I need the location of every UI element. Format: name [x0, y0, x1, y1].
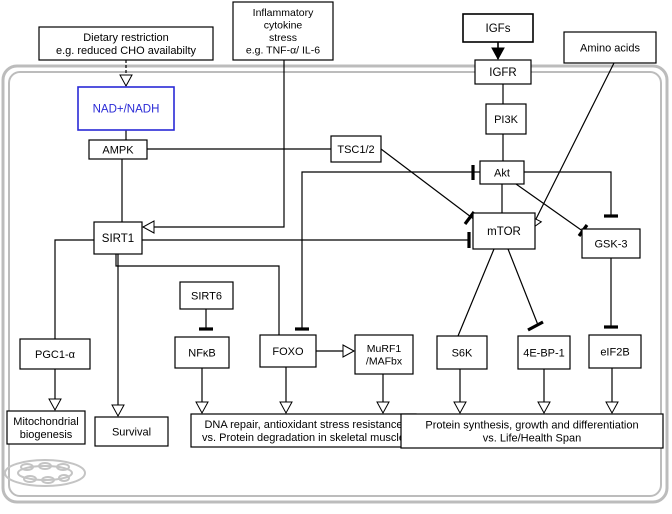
4e-bp-1-node-label: 4E-BP-1	[523, 347, 565, 359]
mtor-to-4ebp1-edge	[507, 248, 539, 326]
inflammatory-cytokine-stress-box-label: Inflammatory	[253, 7, 314, 19]
murf1-mafbx-node-label: MuRF1	[367, 343, 402, 355]
mitochondrial-biogenesis-outcome-label: Mitochondrial	[13, 416, 78, 428]
s6k-node-label: S6K	[452, 347, 473, 359]
mtor-to-s6k-edge	[457, 248, 495, 337]
sirt1-node-frame	[93, 221, 143, 255]
pi3k-node: PI3K	[485, 103, 527, 135]
murf1-mafbx-node-label: /MAFbx	[366, 355, 403, 367]
gsk3-node-frame	[581, 228, 641, 259]
sirt1-to-foxo-edge	[115, 254, 280, 335]
foxo-node-label: FOXO	[272, 346, 304, 358]
eif2b-node: eIF2B	[588, 334, 642, 369]
dietary-restriction-box-label: e.g. reduced CHO availabilty	[56, 45, 197, 57]
protein-synthesis-outcome-frame	[400, 413, 664, 449]
igfr-node-frame	[474, 59, 532, 85]
tsc1-2-node-label: TSC1/2	[337, 144, 374, 156]
protein-synthesis-outcome-label: Protein synthesis, growth and differenti…	[425, 419, 638, 431]
4e-bp-1-node: 4E-BP-1	[517, 335, 571, 370]
nad-nadh-node-label: NAD+/NADH	[93, 104, 160, 116]
amino-acids-to-mtor-edge	[530, 62, 615, 230]
mitochondrial-biogenesis-outcome-frame	[6, 410, 86, 445]
eif2b-node-label: eIF2B	[600, 346, 629, 358]
foxo-node: FOXO	[259, 334, 317, 368]
dietary-restriction-box-label: Dietary restriction	[83, 32, 169, 44]
inflammatory-cytokine-stress-box-label: e.g. TNF-α/ IL-6	[246, 44, 320, 56]
inflammatory-cytokine-stress-box-label: stress	[269, 32, 297, 44]
eif2b-node-frame	[588, 334, 642, 369]
murf1-mafbx-node-frame	[354, 334, 414, 375]
nad-nadh-node-frame	[77, 86, 175, 131]
4e-bp-1-node-frame	[517, 335, 571, 370]
murf1-mafbx-node: MuRF1/MAFbx	[354, 334, 414, 375]
dietary-restriction-box-frame	[38, 26, 214, 61]
sirt1-to-pgc1-edge	[54, 239, 94, 339]
survival-outcome-frame	[94, 416, 169, 447]
mtor-node: mTOR	[472, 212, 536, 250]
igfs-node-frame	[462, 13, 534, 43]
amino-acids-box: Amino acids	[563, 31, 657, 64]
akt-node-frame	[479, 160, 525, 185]
pi3k-node-frame	[485, 103, 527, 135]
sirt1-node: SIRT1	[93, 221, 143, 255]
inflammatory-cytokine-stress-box-frame	[232, 1, 334, 61]
pgc1-alpha-node-frame	[19, 338, 91, 370]
dna-repair-outcome-label: DNA repair, antioxidant stress resistanc…	[204, 419, 402, 431]
nfkb-node-frame	[174, 336, 230, 369]
tsc1-2-node: TSC1/2	[330, 135, 382, 163]
s6k-node-frame	[436, 335, 488, 370]
inflammatory-to-sirt1-edge	[141, 60, 285, 234]
inflammatory-cytokine-stress-box-label: cytokine	[264, 20, 303, 32]
igfr-node: IGFR	[474, 59, 532, 85]
akt-node: Akt	[479, 160, 525, 185]
sirt1-node-label: SIRT1	[102, 233, 134, 245]
mtor-node-frame	[472, 212, 536, 250]
akt-gsk3-diagonal-edge	[515, 183, 585, 233]
ampk-node: AMPK	[88, 139, 148, 160]
pi3k-node-label: PI3K	[494, 114, 519, 126]
pathway-edges	[48, 42, 619, 418]
nfkb-node-label: NFκB	[188, 347, 216, 359]
s6k-node: S6K	[436, 335, 488, 370]
cell-membrane	[1, 64, 669, 504]
ampk-node-label: AMPK	[102, 144, 134, 156]
sirt6-node: SIRT6	[179, 281, 234, 310]
pgc1-alpha-node: PGC1-α	[19, 338, 91, 370]
protein-synthesis-outcome: Protein synthesis, growth and differenti…	[400, 413, 664, 449]
ampk-node-frame	[88, 139, 148, 160]
sirt6-node-label: SIRT6	[191, 290, 222, 302]
akt-node-label: Akt	[494, 167, 510, 179]
tsc-to-mtor-edge	[380, 148, 476, 221]
mtor-node-label: mTOR	[487, 226, 521, 238]
akt-to-foxo-edge	[301, 171, 480, 329]
igfs-node-label: IGFs	[486, 23, 511, 35]
nfkb-node: NFκB	[174, 336, 230, 369]
survival-outcome: Survival	[94, 416, 169, 447]
igfs-node: IGFs	[462, 13, 534, 43]
akt-to-gsk3-edge	[524, 171, 612, 216]
igfr-node-label: IGFR	[489, 67, 516, 79]
mitochondrial-biogenesis-outcome-label: biogenesis	[20, 429, 73, 441]
dna-repair-outcome: DNA repair, antioxidant stress resistanc…	[190, 413, 417, 448]
gsk3-node: GSK-3	[581, 228, 641, 259]
survival-outcome-label: Survival	[112, 426, 151, 438]
pgc1-alpha-node-label: PGC1-α	[35, 349, 76, 361]
foxo-node-frame	[259, 334, 317, 368]
4ebp1-inhibition-bar	[527, 320, 544, 332]
mitochondria-organelle-icon	[4, 459, 86, 487]
nad-nadh-node: NAD+/NADH	[77, 86, 175, 131]
protein-synthesis-outcome-label: vs. Life/Health Span	[483, 432, 581, 444]
tsc1-2-node-frame	[330, 135, 382, 163]
gsk3-node-label: GSK-3	[594, 238, 627, 250]
sirt6-node-frame	[179, 281, 234, 310]
amino-acids-box-frame	[563, 31, 657, 64]
dna-repair-outcome-label: vs. Protein degradation in skeletal musc…	[202, 432, 405, 444]
amino-acids-box-label: Amino acids	[580, 42, 640, 54]
